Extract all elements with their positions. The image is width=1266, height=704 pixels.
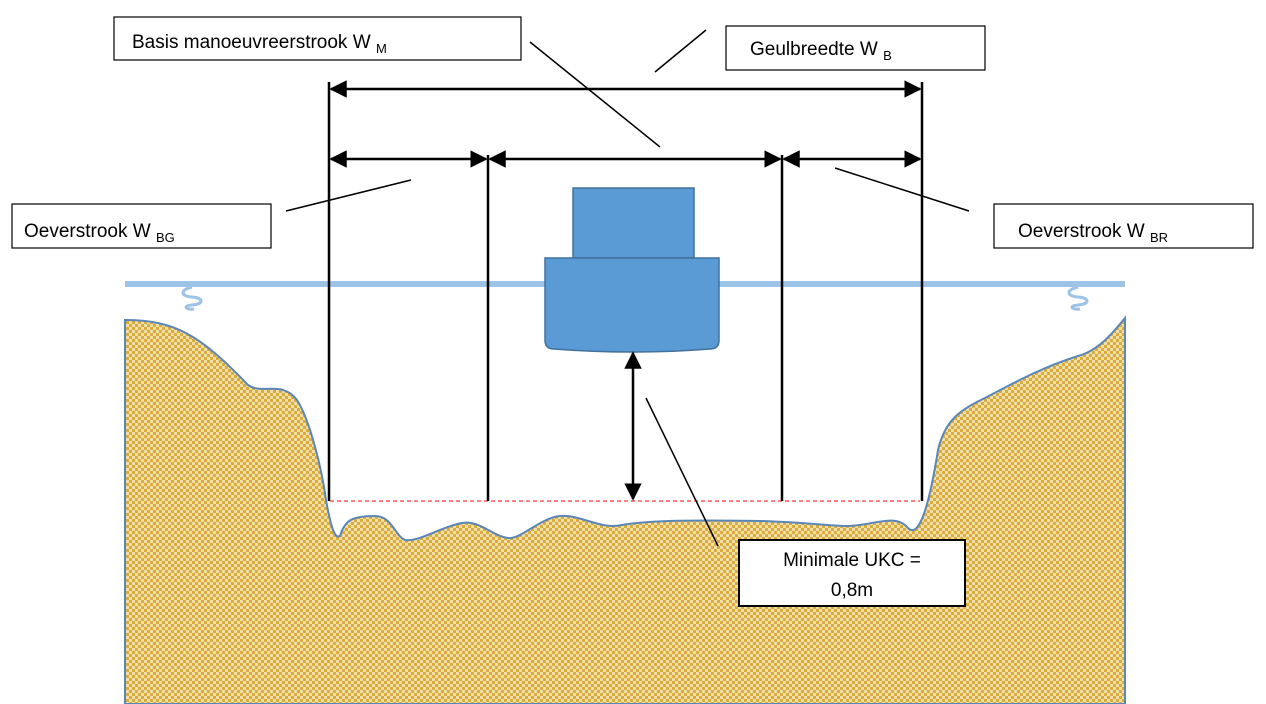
label-oeverstrook-left: Oeverstrook W BG [11,203,272,249]
label-oeverstrook-right: Oeverstrook W BR [993,203,1254,249]
leader-line-oever-right [834,167,970,212]
leader-line-oever-left [285,179,412,212]
svg-text:Geulbreedte W B: Geulbreedte W B [750,39,892,63]
label-oever-right-text: Oeverstrook W [1018,221,1145,242]
label-oever-left-text: Oeverstrook W [24,221,151,242]
label-oever-left-subscript: BG [156,230,175,245]
ship-hull [544,257,720,353]
label-geul-subscript: B [883,48,892,63]
seabed-profile [124,315,1126,704]
label-basis-text: Basis manoeuvreerstrook W [132,32,371,53]
water-curl-left-icon [181,285,203,311]
ship-superstructure [572,187,695,259]
svg-text:Basis manoeuvreerstrook W: Basis manoeuvreerstrook W M [132,32,387,56]
leader-line-geul [654,29,707,73]
label-basis-subscript: M [376,41,387,56]
label-minimale-ukc: Minimale UKC = 0,8m [738,539,966,607]
water-curl-right-icon [1067,285,1089,311]
label-geul-text: Geulbreedte W [750,39,878,60]
leader-line-basis [529,41,661,148]
label-geulbreedte: Geulbreedte W B [725,25,986,71]
label-oever-right-subscript: BR [1150,230,1168,245]
label-ukc-line2: 0,8m [831,580,873,601]
svg-text:Oeverstrook W BR: Oeverstrook W BR [1018,221,1168,245]
svg-text:Oeverstrook W BG: Oeverstrook W BG [24,221,175,245]
label-basis-manoeuvreerstrook: Basis manoeuvreerstrook W M [113,16,522,61]
label-ukc-line1: Minimale UKC = [783,550,921,571]
leader-line-ukc [645,397,719,547]
